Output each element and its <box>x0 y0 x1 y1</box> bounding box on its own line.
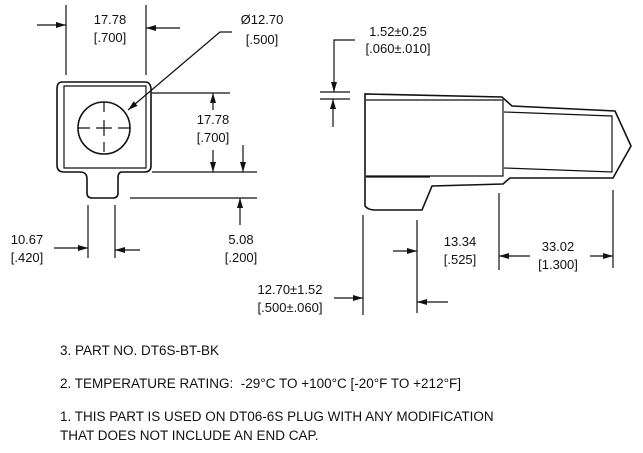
tab-length-in: [.525] <box>444 252 477 267</box>
width-in: [.700] <box>94 30 127 45</box>
height-in: [.700] <box>197 130 230 145</box>
front-view: 17.78 [.700] Ø12.70 [.500] 17.78 [.700] … <box>11 5 284 265</box>
hole-mm: Ø12.70 <box>241 12 284 27</box>
centerline <box>78 102 130 152</box>
height-mm: 17.78 <box>197 112 230 127</box>
notes: 3. PART NO. DT6S-BT-BK 2. TEMPERATURE RA… <box>60 341 494 445</box>
tab-length-mm: 13.34 <box>444 234 477 249</box>
hole-in: [.500] <box>246 32 279 47</box>
note-temperature: 2. TEMPERATURE RATING: -29°C TO +100°C [… <box>60 376 461 391</box>
note-usage-line2: THAT DOES NOT INCLUDE AN END CAP. <box>60 428 319 443</box>
nose-length-in: [1.300] <box>538 257 578 272</box>
tab-height-mm: 5.08 <box>228 232 253 247</box>
tab-width-mm: 10.67 <box>11 232 44 247</box>
wall-in: [.060±.010] <box>366 41 431 56</box>
note-usage-line1: 1. THIS PART IS USED ON DT06-6S PLUG WIT… <box>60 409 494 424</box>
note-part-number: 3. PART NO. DT6S-BT-BK <box>60 343 220 358</box>
tab-offset-mm: 12.70±1.52 <box>258 282 323 297</box>
wall-mm: 1.52±0.25 <box>369 24 427 39</box>
tab-height-in: [.200] <box>225 250 258 265</box>
nose-length-mm: 33.02 <box>542 239 575 254</box>
side-outline <box>364 93 632 211</box>
front-outline <box>56 81 152 199</box>
width-mm: 17.78 <box>94 12 127 27</box>
tab-width-in: [.420] <box>11 250 44 265</box>
tab-offset-in: [.500±.060] <box>258 300 323 315</box>
side-view: 1.52±0.25 [.060±.010] 13.34 [.525] 33.02… <box>258 24 632 315</box>
